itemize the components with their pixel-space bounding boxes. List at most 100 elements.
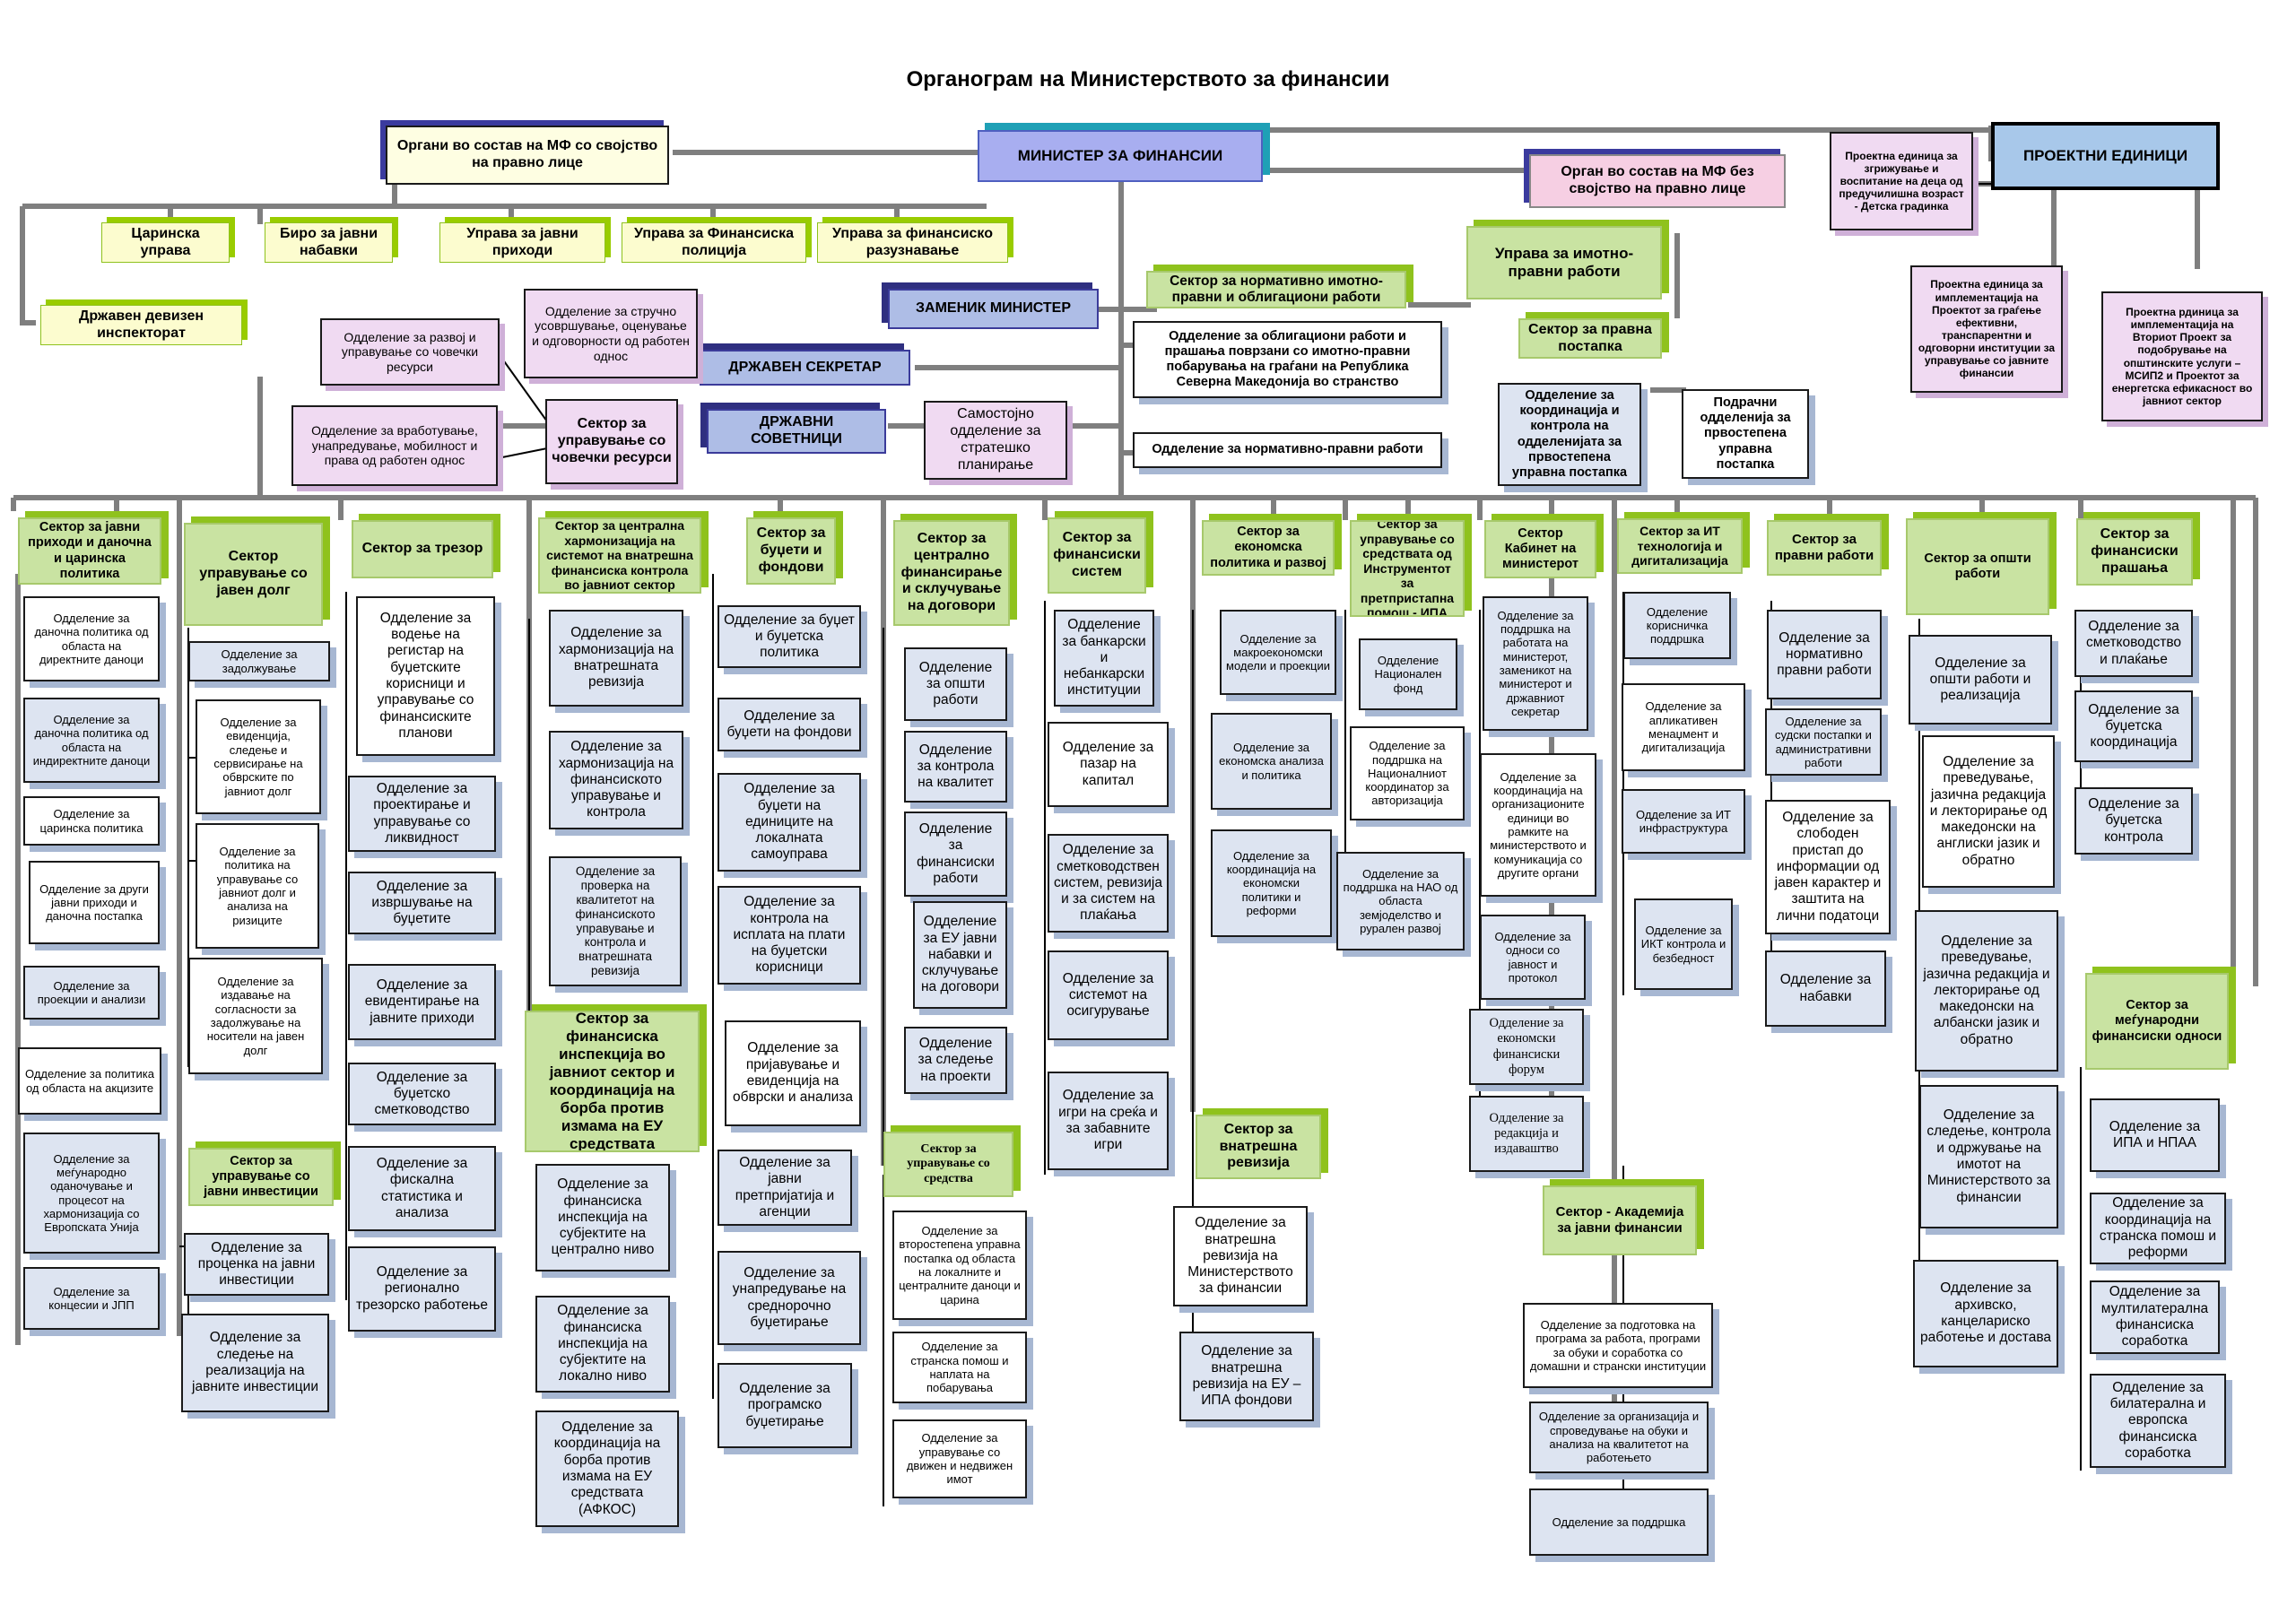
s8-dept-macro-models-label: Одделение за макроекономски модели и про… (1226, 631, 1330, 673)
s2-dept-borrowing-consents-label: Одделение за издавање на согласности за … (206, 975, 305, 1057)
s7-dept-banking-label: Одделение за банкарски и небанкарски инс… (1062, 617, 1146, 699)
s4b-dept-central-inspection: Одделение за финансиска инспекција на су… (535, 1164, 670, 1271)
s8b-dept-ministry-audit: Одделение за внатрешна ревизија на Минис… (1173, 1206, 1308, 1306)
s2b-dept-investment-monitoring: Одделение за следење на реализација на ј… (181, 1314, 329, 1412)
s2-dept-debt-servicing: Одделение за евиденција, следење и серви… (196, 699, 321, 814)
s5-dept-public-enterprises-label: Одделение за јавни претпријатија и агенц… (735, 1154, 835, 1219)
s12-dept-court-procedures-label: Одделение за судски постапки и администр… (1775, 714, 1872, 769)
s8-dept-macro-models: Одделение за макроекономски модели и про… (1220, 610, 1336, 695)
s11-dept-ict-security: Одделение за ИКТ контрола и безбедност (1634, 898, 1733, 990)
s13-dept-general-realization-label: Одделение за општи работи и реализација (1929, 655, 2031, 704)
sector-public-investments: Сектор за управување со јавни инвестиции (188, 1148, 334, 1206)
s11b-dept-support-label: Одделение за поддршка (1552, 1515, 1686, 1529)
financial-intelligence-office-label: Управа за финансиско разузнавање (832, 225, 993, 258)
hr-professional-training-unit-label: Одделение за стручно усовршување, оценув… (532, 303, 690, 363)
sector-financial-matters-title: Сектор за финансиски прашања (2091, 526, 2179, 576)
minister-box: МИНИСТЕР ЗА ФИНАНСИИ (978, 130, 1263, 182)
s10-dept-coordination: Одделение за координација на организацио… (1480, 753, 1596, 897)
s8b-dept-ministry-audit-label: Одделение за внатрешна ревизија на Минис… (1187, 1215, 1293, 1297)
s6-dept-eu-procurement-label: Одделение за ЕУ јавни набавки и склучува… (920, 914, 1000, 995)
organ-no-legal-entity-box: Орган во состав на МФ без својство на пр… (1529, 154, 1786, 208)
s1-dept-direct-taxes-label: Одделение за даночна политика од областа… (34, 611, 149, 666)
s3-dept-liquidity-label: Одделение за проектирање и управување со… (373, 780, 471, 846)
s1-dept-concessions: Одделение за концесии и ЈПП (23, 1267, 160, 1330)
s3-dept-fiscal-statistics-label: Одделение за фискална статистика и анали… (376, 1155, 468, 1220)
s10-dept-public-relations-label: Одделение за односи со јавност и протоко… (1494, 929, 1571, 985)
sector-legal-affairs: Сектор за правни работи (1767, 520, 1882, 576)
sector-public-debt: Сектор управување со јавен долг (184, 523, 323, 626)
s1-dept-excise-label: Одделение за политика од областа на акци… (25, 1067, 154, 1095)
s9-dept-nac-support-label: Одделение за поддршка на Националниот ко… (1365, 739, 1449, 808)
s5-dept-medium-term-label: Одделение за унапредување на среднорочно… (732, 1264, 847, 1330)
financial-intelligence-office: Управа за финансиско разузнавање (817, 222, 1008, 263)
public-procurement-bureau: Биро за јавни набавки (265, 222, 393, 263)
project-unit-kindergarten: Проектна единица за згрижување и воспита… (1830, 132, 1973, 230)
s7-dept-capital-market: Одделение за пазар на капитал (1048, 722, 1169, 807)
s5-dept-local-budgets: Одделение за буџети на единиците на лока… (718, 773, 861, 872)
s10-dept-minister-support: Одделение за поддршка на работата на мин… (1483, 596, 1588, 731)
s4-dept-quality-review: Одделение за проверка на квалитетот на ф… (549, 856, 682, 986)
s12-dept-free-access-label: Одделение за слободен пристап до информа… (1774, 810, 1882, 924)
s3-dept-revenue-recording-label: Одделение за евидентирање на јавните при… (364, 977, 480, 1026)
s2-dept-borrowing-label: Одделение за задолжување (221, 647, 298, 675)
chart-title: Органограм на Министерството за финансии (906, 67, 1390, 91)
s1-dept-indirect-taxes: Одделение за даночна политика од областа… (23, 698, 160, 783)
s3-dept-budget-execution: Одделение за извршување на буџетите (348, 872, 496, 934)
s4b-dept-afcos-label: Одделение за координација на борба проти… (553, 1419, 661, 1517)
strategic-planning-unit-label: Самостојно одделение за стратешко планир… (950, 406, 1041, 473)
s6-dept-project-monitoring: Одделение за следење на проекти (904, 1027, 1007, 1094)
financial-police-office: Управа за Финансиска полиција (622, 222, 806, 263)
s4-dept-internal-audit-harmonization-label: Одделение за хармонизација на внатрешнат… (558, 625, 674, 690)
sector-economic-policy: Сектор за економска политика и развој (1202, 520, 1335, 576)
sector-it-digitalization: Сектор за ИТ технологија и дигитализациј… (1617, 518, 1743, 574)
sector-public-investments-title: Сектор за управување со јавни инвестиции (204, 1153, 318, 1200)
hr-professional-training-unit: Одделение за стручно усовршување, оценув… (524, 289, 698, 378)
s11-dept-applications: Одделение за апликативен менаџмент и диг… (1622, 683, 1745, 771)
s9-dept-nao-support-label: Одделение за поддршка на НАО од областа … (1343, 866, 1458, 935)
s14-dept-budget-coordination-label: Одделение за буџетска координација (2088, 701, 2179, 751)
s6-dept-eu-procurement: Одделение за ЕУ јавни набавки и склучува… (913, 901, 1007, 1009)
s3-dept-regional-treasury: Одделение за регионално трезорско работе… (348, 1246, 496, 1332)
sector-financial-inspection-title: Сектор за финансиска инспекција во јавни… (549, 1011, 675, 1152)
s1-dept-excise: Одделение за политика од областа на акци… (18, 1047, 161, 1115)
s5-dept-local-budgets-label: Одделение за буџети на единиците на лока… (744, 781, 835, 863)
sector-ipa-funds-title: Сектор за управување со средствата од Ин… (1360, 520, 1455, 617)
s12-dept-court-procedures: Одделение за судски постапки и администр… (1765, 708, 1882, 776)
deputy-minister-box: ЗАМЕНИК МИНИСТЕР (888, 289, 1099, 329)
hr-employment-unit: Одделение за вработување, унапредување, … (291, 405, 498, 486)
property-legal-sector-label: Сектор за нормативно имотно-правни и обл… (1170, 273, 1383, 305)
s14b-dept-bilateral-label: Одделение за билатерална и европска фина… (2109, 1379, 2206, 1461)
s4-dept-fmc-harmonization: Одделение за хармонизација на финансиско… (549, 731, 683, 829)
minister-label: МИНИСТЕР ЗА ФИНАНСИИ (1017, 146, 1223, 164)
hr-sector-label: Сектор за управување со човечки ресурси (552, 416, 672, 465)
s5-dept-salary-control-label: Одделение за контрола на исплата на плат… (733, 894, 846, 976)
s11-dept-infrastructure: Одделение за ИТ инфраструктура (1622, 789, 1745, 854)
s8-dept-policy-coordination: Одделение за координација на економски п… (1211, 829, 1332, 937)
normative-legal-unit-label: Одделение за нормативно-правни работи (1152, 442, 1423, 457)
s13-dept-translation-albanian: Одделение за преведување, јазична редакц… (1915, 910, 2058, 1072)
s5-dept-public-enterprises: Одделение за јавни претпријатија и агенц… (718, 1150, 852, 1226)
s4b-dept-afcos: Одделение за координација на борба проти… (535, 1410, 679, 1527)
s10-dept-editorial: Одделение за редакција и издаваштво (1469, 1096, 1584, 1172)
regional-procedure-units-label: Подрачни одделенија за првостепена управ… (1700, 395, 1791, 472)
project-units-label: ПРОЕКТНИ ЕДИНИЦИ (2022, 146, 2188, 164)
s13-dept-property-maintenance-label: Одделение за следење, контрола и одржува… (1926, 1107, 2051, 1205)
state-advisors-box: ДРЖАВНИ СОВЕТНИЦИ (707, 409, 886, 454)
s1-dept-customs-policy-label: Одделение за царинска политика (39, 807, 144, 835)
s2b-dept-investment-assessment: Одделение за проценка на јавни инвестици… (184, 1233, 329, 1296)
s14-dept-accounting-payments: Одделение за сметководство и плаќање (2074, 610, 2193, 677)
s2-dept-debt-policy-label: Одделение за политика на управување со ј… (216, 845, 299, 927)
s8-dept-policy-coordination-label: Одделение за координација на економски п… (1226, 848, 1317, 917)
s10-dept-economic-forum: Одделение за економски финансиски форум (1469, 1009, 1584, 1085)
s5-dept-budget-policy-label: Одделение за буџет и буџетска политика (724, 612, 855, 661)
s6-dept-project-monitoring-label: Одделение за следење на проекти (918, 1036, 994, 1084)
legal-procedure-sector: Сектор за правна постапка (1518, 318, 1662, 359)
s9-dept-national-fund: Одделение Национален фонд (1359, 638, 1457, 710)
s1-dept-projections: Одделение за проекции и анализи (23, 966, 160, 1020)
s2-dept-debt-servicing-label: Одделение за евиденција, следење и серви… (213, 716, 303, 798)
state-advisors-label: ДРЖАВНИ СОВЕТНИЦИ (751, 414, 842, 447)
s3-dept-registry-label: Одделение за водење на регистар на буџет… (377, 610, 474, 741)
s11-dept-user-support-label: Одделение корисничка поддршка (1646, 604, 1709, 647)
s3-dept-liquidity: Одделение за проектирање и управување со… (348, 776, 496, 852)
s7-dept-gaming: Одделение за игри на среќа и за забавнит… (1048, 1072, 1169, 1170)
